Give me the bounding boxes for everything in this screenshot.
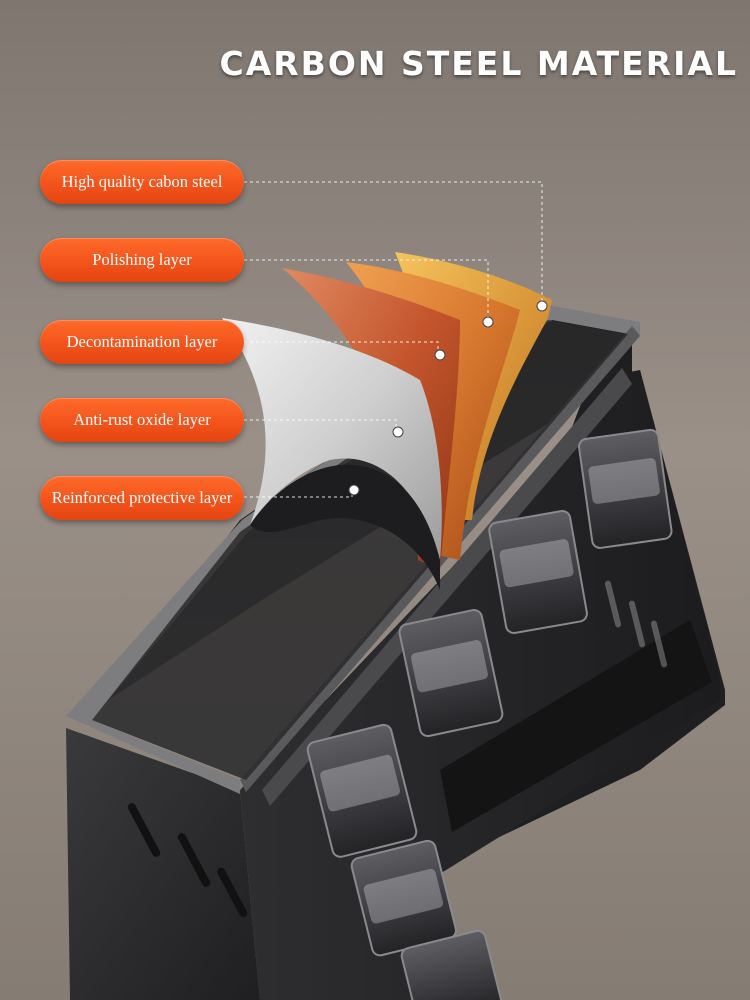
leader-line-1 [244,181,543,306]
leader-line-4 [244,419,397,430]
layer-label-3: Decontamination layer [40,320,244,364]
layer-label-2: Polishing layer [40,238,244,282]
spice-jars [306,428,673,1000]
layer-sheet-silver [222,318,442,560]
layer-sheet-dark [250,464,440,590]
leader-dots [348,300,548,496]
layer-label-5: Reinforced protective layer [40,476,244,520]
layer-label-1: High quality cabon steel [40,160,244,204]
material-layers [222,252,552,590]
layer-label-4: Anti-rust oxide layer [40,398,244,442]
headline: CARBON STEEL MATERIAL [219,44,738,83]
leader-line-3 [244,341,439,354]
leader-line-5 [244,490,353,498]
leader-lines [244,181,543,498]
